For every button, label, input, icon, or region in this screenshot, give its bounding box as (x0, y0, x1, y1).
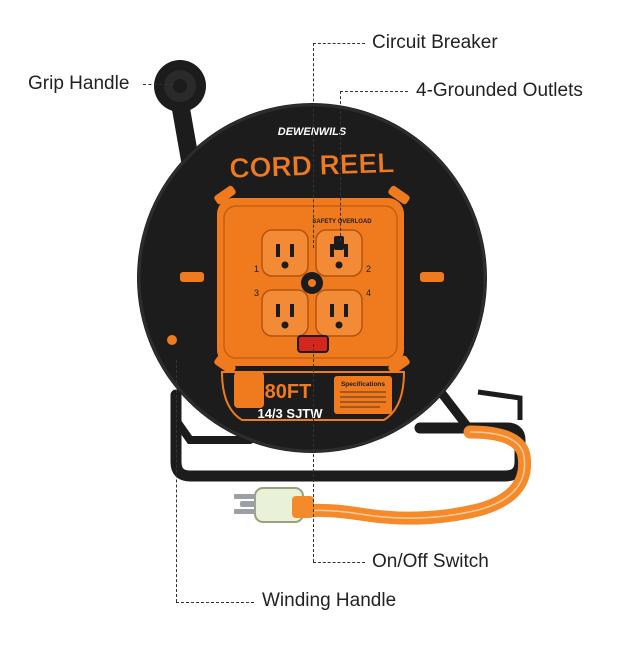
leader-outlets-v (340, 91, 341, 241)
spec-title: Specifications (341, 381, 385, 388)
outlet-1 (261, 229, 309, 277)
product-title: CORD REEL (229, 147, 395, 184)
cord-length: 80FT (265, 381, 312, 403)
leader-switch-h (313, 562, 365, 563)
outlet-number-4: 4 (366, 288, 371, 298)
reel-slots (180, 185, 444, 375)
outlet-3 (261, 289, 309, 337)
callout-circuit-breaker: Circuit Breaker (372, 32, 498, 53)
callout-outlets: 4-Grounded Outlets (416, 80, 583, 101)
circuit-breaker-button (334, 236, 344, 250)
outlets-group (261, 229, 363, 337)
faceplate-label: SAFETY OVERLOAD (312, 219, 372, 225)
plug (234, 487, 314, 523)
outlet-number-2: 2 (366, 264, 371, 274)
leader-circuit-breaker-h (313, 43, 365, 44)
leader-switch-v (313, 344, 314, 562)
callout-on-off-switch: On/Off Switch (372, 551, 489, 572)
outlet-2 (315, 229, 363, 277)
winding-handle (158, 330, 186, 360)
leader-winding-h (176, 602, 254, 603)
leader-grip-handle (143, 84, 173, 85)
callout-winding-handle: Winding Handle (262, 590, 397, 611)
grip-handle (154, 60, 206, 112)
callout-grip-handle: Grip Handle (28, 73, 130, 94)
leader-outlets-h (340, 91, 408, 92)
leader-circuit-breaker-v (313, 43, 314, 248)
outlet-number-3: 3 (254, 288, 259, 298)
outlet-number-1: 1 (254, 264, 259, 274)
leader-winding-v (176, 360, 177, 602)
brand-logo: DEWENWILS (278, 126, 347, 138)
cable-type: 14/3 SJTW (257, 406, 323, 421)
outlet-4 (315, 289, 363, 337)
